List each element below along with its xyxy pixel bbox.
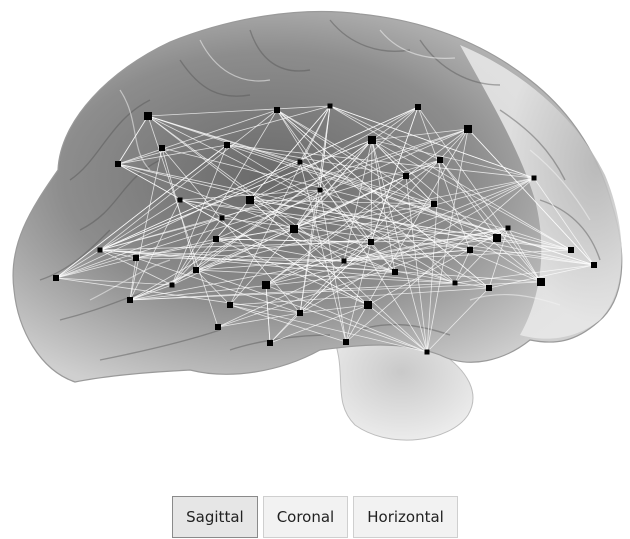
node[interactable] xyxy=(532,176,537,181)
brain-3d-viewer[interactable] xyxy=(0,0,630,470)
node[interactable] xyxy=(437,157,443,163)
node[interactable] xyxy=(220,216,225,221)
node[interactable] xyxy=(467,247,473,253)
node[interactable] xyxy=(170,283,175,288)
node[interactable] xyxy=(298,160,303,165)
coronal-view-button[interactable]: Coronal xyxy=(263,496,349,538)
node[interactable] xyxy=(486,285,492,291)
node[interactable] xyxy=(568,247,574,253)
node[interactable] xyxy=(274,107,280,113)
node[interactable] xyxy=(297,310,303,316)
node[interactable] xyxy=(227,302,233,308)
node[interactable] xyxy=(506,226,511,231)
node[interactable] xyxy=(368,239,374,245)
node[interactable] xyxy=(343,339,349,345)
brain-render[interactable] xyxy=(0,0,630,470)
sagittal-view-button[interactable]: Sagittal xyxy=(172,496,258,538)
node[interactable] xyxy=(453,281,458,286)
node[interactable] xyxy=(178,198,183,203)
node[interactable] xyxy=(425,350,430,355)
node[interactable] xyxy=(415,104,421,110)
node[interactable] xyxy=(464,125,472,133)
node[interactable] xyxy=(493,234,501,242)
node[interactable] xyxy=(328,104,333,109)
node[interactable] xyxy=(115,161,121,167)
node[interactable] xyxy=(262,281,270,289)
node[interactable] xyxy=(290,225,298,233)
node[interactable] xyxy=(53,275,59,281)
view-selector: Sagittal Coronal Horizontal xyxy=(0,496,630,538)
node[interactable] xyxy=(246,196,254,204)
node[interactable] xyxy=(267,340,273,346)
horizontal-view-button[interactable]: Horizontal xyxy=(353,496,458,538)
node[interactable] xyxy=(213,236,219,242)
node[interactable] xyxy=(144,112,152,120)
node[interactable] xyxy=(364,301,372,309)
node[interactable] xyxy=(392,269,398,275)
node[interactable] xyxy=(98,248,103,253)
node[interactable] xyxy=(215,324,221,330)
node[interactable] xyxy=(224,142,230,148)
node[interactable] xyxy=(591,262,597,268)
node[interactable] xyxy=(368,136,376,144)
node[interactable] xyxy=(431,201,437,207)
node[interactable] xyxy=(127,297,133,303)
node[interactable] xyxy=(403,173,409,179)
node[interactable] xyxy=(342,259,347,264)
node[interactable] xyxy=(133,255,139,261)
node[interactable] xyxy=(318,188,323,193)
node[interactable] xyxy=(193,267,199,273)
node[interactable] xyxy=(537,278,545,286)
node[interactable] xyxy=(159,145,165,151)
